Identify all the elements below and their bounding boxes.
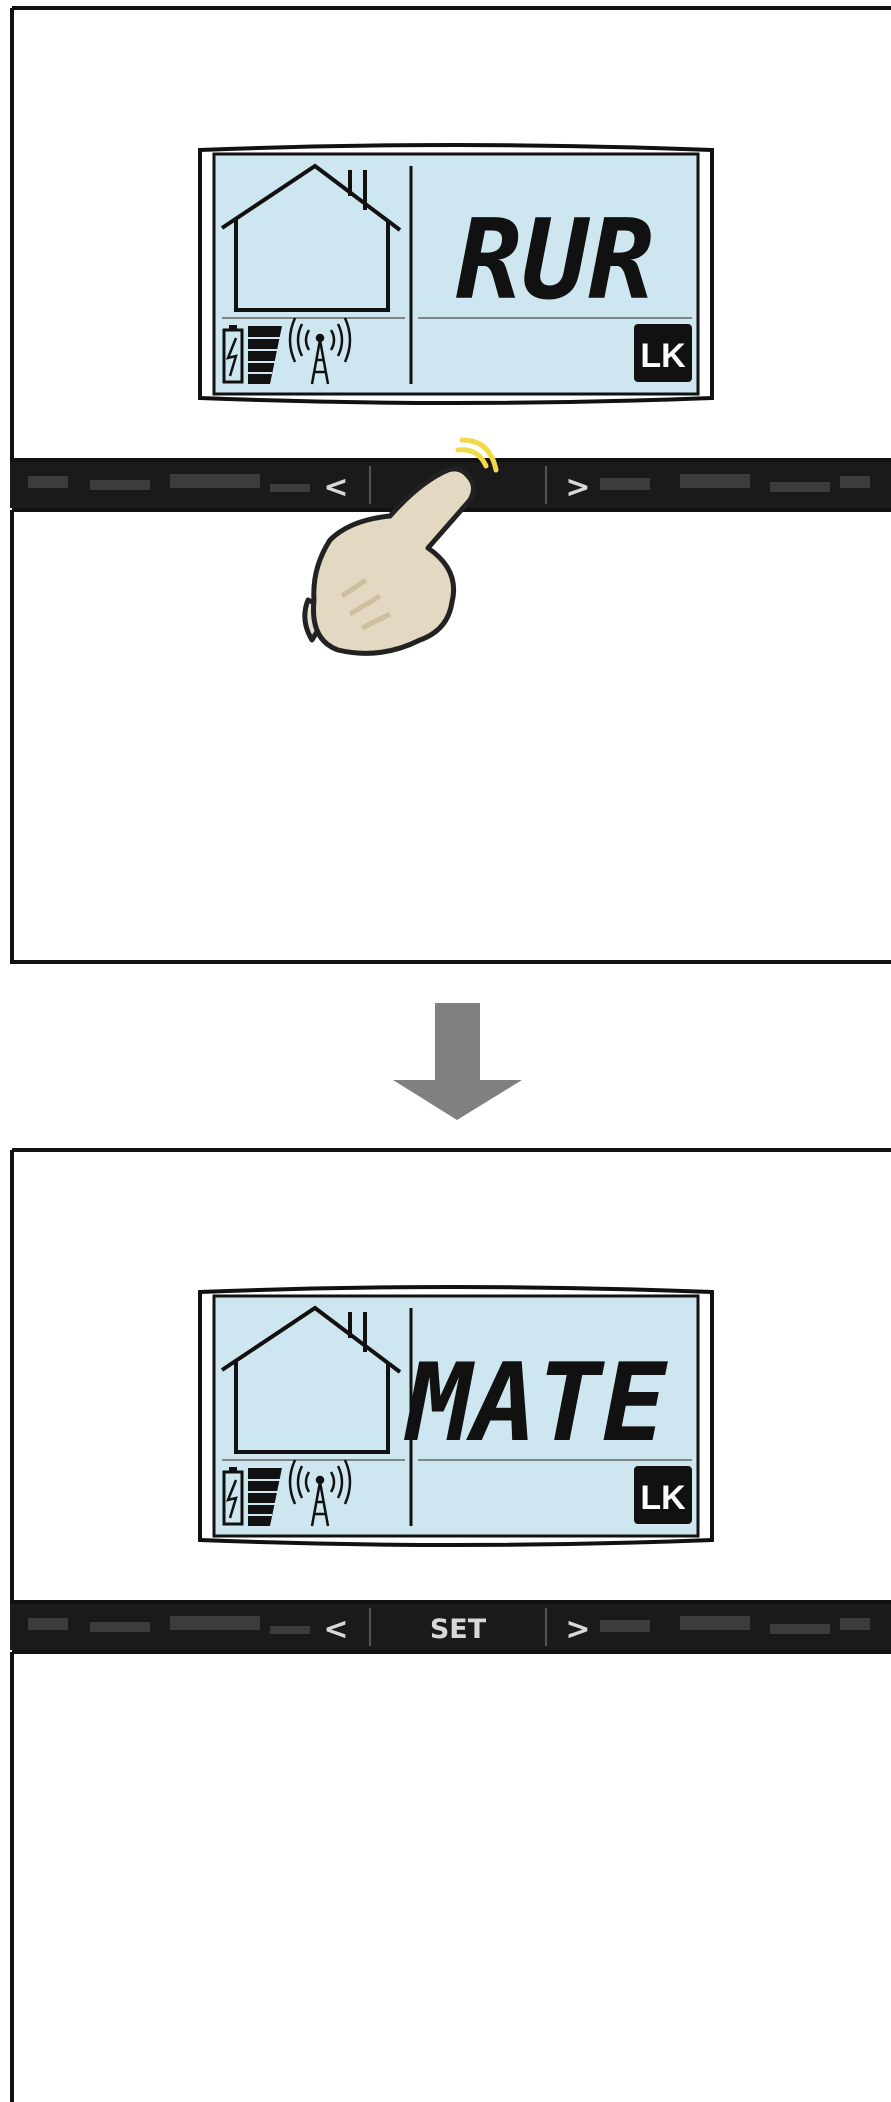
device-outline-lower	[12, 1652, 891, 2102]
lcd-main-text: RUR	[456, 196, 655, 324]
lcd-display: RUR LK	[200, 145, 712, 403]
device-panel-after: MATE LK < SET >	[10, 1150, 891, 2102]
right-button[interactable]: >	[565, 1612, 590, 1647]
button-strip: < SET >	[10, 1604, 891, 1650]
right-button[interactable]: >	[565, 470, 590, 505]
left-button[interactable]: <	[323, 1612, 348, 1647]
lcd-main-text: MATE	[404, 1341, 668, 1466]
set-button[interactable]: SET	[430, 1614, 487, 1645]
arrow-down-icon	[393, 1003, 522, 1120]
device-panel-before: RUR LK < >	[10, 8, 891, 962]
brand-logo: LK	[634, 324, 692, 382]
lcd-display: MATE LK	[200, 1287, 712, 1545]
brand-logo: LK	[634, 1466, 692, 1524]
left-button[interactable]: <	[323, 470, 348, 505]
svg-text:LK: LK	[640, 337, 686, 375]
svg-text:LK: LK	[640, 1479, 686, 1517]
